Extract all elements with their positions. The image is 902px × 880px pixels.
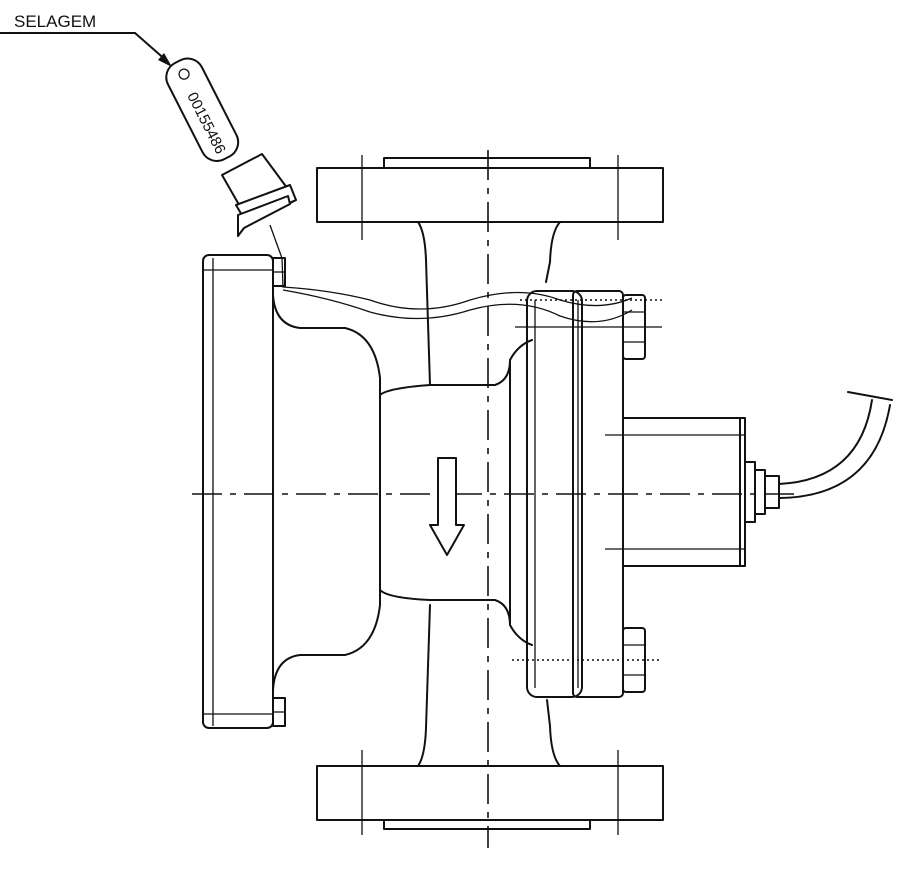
cable-break-line: [847, 391, 893, 401]
cable-gland: [764, 475, 780, 509]
seal-wire: [281, 257, 633, 310]
bottom-pipe-flange: [316, 604, 664, 830]
seal-tag: 00155486: [165, 57, 297, 259]
sensor-cable-top: [778, 399, 873, 485]
top-flange-plate: [316, 167, 664, 223]
right-cover-flange: [512, 290, 662, 698]
leader-arrowhead-icon: [158, 53, 172, 67]
left-cover-plate: [202, 254, 274, 729]
body-lower-contour: [272, 589, 533, 691]
seal-tag-body: [165, 57, 240, 162]
bottom-neck-right: [546, 699, 561, 767]
flow-direction-arrow: [429, 457, 465, 556]
bottom-neck-left: [417, 604, 431, 767]
cable-gland-nut: [744, 461, 756, 523]
body-upper-contour: [272, 294, 533, 396]
seal-callout: SELAGEM: [0, 12, 172, 67]
top-neck-left: [417, 221, 431, 386]
seal-cap-base: [237, 195, 291, 237]
seal-wire-top: [269, 224, 283, 259]
top-neck-right: [545, 221, 561, 283]
bottom-flange-plate: [316, 765, 664, 821]
bottom-flange-gasket: [383, 819, 591, 830]
sensor-housing: [605, 391, 893, 567]
seal-tag-hole: [178, 68, 190, 80]
top-pipe-flange: [316, 157, 664, 386]
left-cover-flange: [202, 254, 286, 729]
callout-label: SELAGEM: [14, 12, 96, 31]
down-arrow-icon: [429, 457, 465, 556]
valve-body: [272, 257, 662, 691]
top-flange-gasket: [383, 157, 591, 169]
sensor-body: [622, 417, 741, 567]
sensor-cable-bottom: [778, 404, 891, 499]
